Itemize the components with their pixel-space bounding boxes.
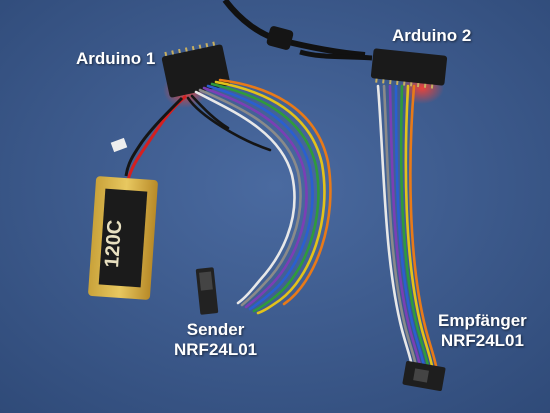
lipo-battery: 120C (88, 176, 158, 300)
sender-chip: NRF24L01 (174, 340, 258, 359)
battery-wire-black (124, 96, 184, 177)
receiver-wires (376, 84, 438, 368)
receiver-title: Empfänger (438, 311, 527, 330)
receiver-chip: NRF24L01 (440, 331, 524, 350)
balance-connector (110, 137, 128, 153)
sender-label: Sender NRF24L01 (174, 320, 257, 360)
receiver-label: Empfänger NRF24L01 (438, 311, 527, 351)
arduino2-board (370, 48, 448, 104)
arduino1-label: Arduino 1 (76, 49, 156, 68)
usb-cable-2 (299, 49, 373, 61)
receiver-nrf-module (402, 361, 446, 391)
usb-ferrite (266, 26, 294, 50)
sender-wires (186, 78, 332, 315)
sender-title: Sender (186, 320, 245, 339)
battery-brand: 120C (101, 219, 126, 268)
sender-nrf-module (195, 267, 219, 315)
arduino2-label: Arduino 2 (392, 26, 472, 45)
